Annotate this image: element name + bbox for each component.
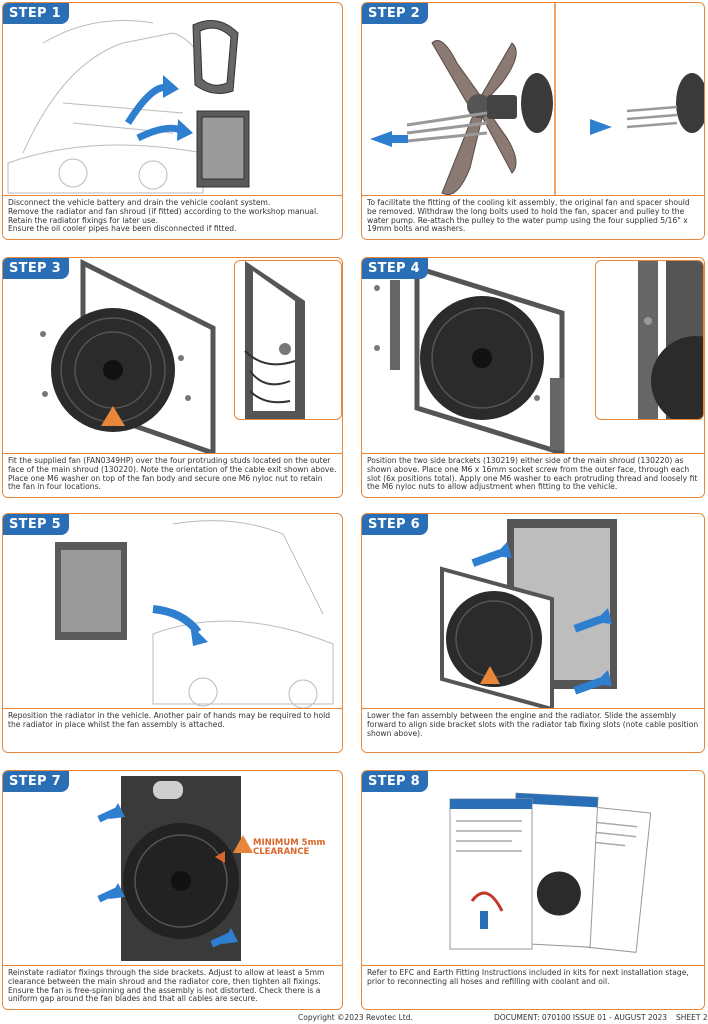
step-3-panel: STEP 3 Fit the supplied fan (FAN0349HP) … <box>2 257 343 498</box>
step-5-panel: STEP 5 Reposition the radiator in the ve… <box>2 513 343 753</box>
step-3-label: STEP 3 <box>3 258 70 279</box>
footer-sheet: SHEET 2 <box>676 1013 708 1022</box>
step-5-illustration <box>3 514 342 714</box>
step-1-label: STEP 1 <box>3 3 70 24</box>
step-5-description: Reposition the radiator in the vehicle. … <box>3 708 342 752</box>
step-8-label: STEP 8 <box>362 771 429 792</box>
step-2-label: STEP 2 <box>362 3 429 24</box>
clearance-callout: MINIMUM 5mm CLEARANCE <box>253 839 325 857</box>
step-8-panel: STEP 8 Refer to EFC and Earth Fitting In… <box>361 770 705 1010</box>
step-2-line-1: To facilitate the fitting of the cooling… <box>367 198 690 234</box>
step-2-description: To facilitate the fitting of the cooling… <box>362 195 704 239</box>
step-6-label: STEP 6 <box>362 514 429 535</box>
step-8-description: Refer to EFC and Earth Fitting Instructi… <box>362 965 704 1009</box>
step-1-line-3: Retain the radiator fixings for later us… <box>8 215 159 225</box>
step-6-line-1: Lower the fan assembly between the engin… <box>367 711 699 738</box>
step-1-panel: STEP 1 Disconnect the vehicle battery an… <box>2 2 343 240</box>
step-6-description: Lower the fan assembly between the engin… <box>362 708 704 752</box>
step-7-line-1: Reinstate radiator fixings through the s… <box>8 968 325 1004</box>
step-1-line-2: Remove the radiator and fan shroud (if f… <box>8 206 319 216</box>
step-6-illustration <box>362 514 704 714</box>
step-5-line-1: Reposition the radiator in the vehicle. … <box>8 711 331 729</box>
step-1-line-1: Disconnect the vehicle battery and drain… <box>8 198 271 207</box>
step-8-line-1: Refer to EFC and Earth Fitting Instructi… <box>367 968 689 986</box>
step-3-detail-inset <box>234 260 342 420</box>
step-6-panel: STEP 6 Lower the fan assembly between th… <box>361 513 705 753</box>
step-3-line-1: Fit the supplied fan (FAN0349HP) over th… <box>8 456 337 492</box>
step-8-illustration <box>362 771 704 971</box>
step-7-illustration <box>3 771 342 971</box>
step-7-description: Reinstate radiator fixings through the s… <box>3 965 342 1009</box>
step-2-illustration <box>362 3 704 203</box>
step-5-label: STEP 5 <box>3 514 70 535</box>
step-1-description: Disconnect the vehicle battery and drain… <box>3 195 342 239</box>
step-1-line-4: Ensure the oil cooler pipes have been di… <box>8 224 237 234</box>
footer-document: DOCUMENT: 070100 ISSUE 01 - AUGUST 2023 <box>494 1013 668 1022</box>
step-4-label: STEP 4 <box>362 258 429 279</box>
step-7-panel: MINIMUM 5mm CLEARANCE STEP 7 Reinstate r… <box>2 770 343 1010</box>
step-4-description: Position the two side brackets (130219) … <box>362 453 704 497</box>
step-3-description: Fit the supplied fan (FAN0349HP) over th… <box>3 453 342 497</box>
step-7-label: STEP 7 <box>3 771 70 792</box>
step-1-illustration <box>3 3 342 203</box>
clearance-callout-line-2: CLEARANCE <box>253 847 310 857</box>
step-4-detail-inset <box>595 260 704 420</box>
clearance-callout-line-1: MINIMUM 5mm <box>253 838 326 848</box>
footer-copyright: Copyright ©2023 Revotec Ltd. <box>298 1013 413 1022</box>
step-2-panel: STEP 2 To facilitate the fitting of the … <box>361 2 705 240</box>
step-4-panel: STEP 4 Position the two side brackets (1… <box>361 257 705 498</box>
step-4-line-1: Position the two side brackets (130219) … <box>367 456 698 492</box>
